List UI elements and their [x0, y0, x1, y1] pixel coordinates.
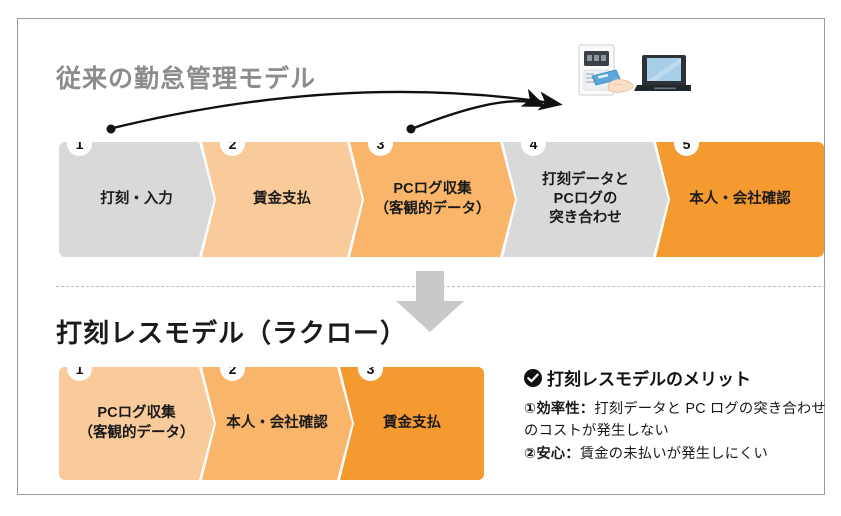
- new-step-3-label: 賃金支払: [383, 414, 441, 431]
- merit-heading: 打刻レスモデルのメリット: [524, 365, 829, 390]
- new-step-1-number: 1: [67, 367, 92, 381]
- merit-item-1-marker: ①: [524, 401, 537, 417]
- old-step-5-label: 本人・会社確認: [689, 190, 791, 207]
- new-step-1-label: PCログ収集 （客観的データ）: [78, 405, 195, 441]
- merit-item-2-text: 賃金の未払いが発生しにくい: [579, 446, 768, 463]
- merit-item-1: ①効率性：打刻データと PC ログの突き合わせのコストが発生しない: [524, 398, 829, 442]
- new-model-title: 打刻レスモデル（ラクロー）: [56, 318, 408, 348]
- new-step-2-label: 本人・会社確認: [226, 414, 328, 431]
- old-step-4-label: 打刻データと PCログの 突き合わせ: [542, 171, 629, 227]
- old-step-1-label: 打刻・入力: [100, 190, 173, 207]
- new-step-2-number: 2: [220, 367, 245, 381]
- down-arrow-icon: [390, 271, 470, 338]
- new-step-1[interactable]: 1 PCログ収集 （客観的データ）: [59, 367, 214, 480]
- laptop-icon: [634, 55, 696, 91]
- time-clock-card-reader-icon: [578, 44, 634, 96]
- flow-arrows-group: [106, 88, 563, 134]
- merit-item-2-marker: ②: [524, 446, 537, 463]
- old-step-4-number: 4: [521, 142, 546, 156]
- old-step-3-number: 3: [368, 142, 393, 156]
- curved-arrow-from-step3-icon: [406, 88, 547, 134]
- new-step-3[interactable]: 3 賃金支払: [340, 367, 484, 480]
- old-step-5[interactable]: 5 本人・会社確認: [656, 142, 824, 257]
- merit-heading-text: 打刻レスモデルのメリット: [547, 370, 751, 389]
- old-step-2-label: 賃金支払: [253, 190, 311, 207]
- new-step-3-number: 3: [358, 367, 383, 381]
- merit-item-2-term: 安心：: [536, 446, 580, 463]
- old-step-1-number: 1: [67, 142, 92, 156]
- merit-panel: 打刻レスモデルのメリット ①効率性：打刻データと PC ログの突き合わせのコスト…: [524, 365, 829, 466]
- old-step-5-number: 5: [674, 142, 699, 156]
- old-step-4[interactable]: 4 打刻データと PCログの 突き合わせ: [503, 142, 668, 257]
- merit-item-2: ②安心：賃金の未払いが発生しにくい: [524, 443, 829, 465]
- old-step-1[interactable]: 1 打刻・入力: [59, 142, 214, 257]
- old-model-flow: 1 打刻・入力 2 賃金支払 3 PCログ収集 （客観的データ） 4 打刻データ…: [59, 142, 824, 257]
- old-step-3[interactable]: 3 PCログ収集 （客観的データ）: [350, 142, 515, 257]
- merit-item-1-term: 効率性：: [536, 401, 595, 417]
- merit-item-1-text: 打刻データと PC ログの突き合わせのコストが発生しない: [524, 401, 826, 440]
- device-icons-group: [576, 43, 696, 104]
- new-step-2[interactable]: 2 本人・会社確認: [202, 367, 352, 480]
- curved-arrow-from-step1-icon: [106, 90, 563, 134]
- old-step-3-label: PCログ収集 （客観的データ）: [374, 181, 491, 217]
- diagram-frame: 従来の勤怠管理モデル: [17, 18, 826, 495]
- old-model-title: 従来の勤怠管理モデル: [56, 65, 317, 93]
- new-model-flow: 1 PCログ収集 （客観的データ） 2 本人・会社確認 3 賃金支払: [59, 367, 484, 480]
- check-circle-icon: [524, 368, 542, 387]
- old-step-2[interactable]: 2 賃金支払: [202, 142, 362, 257]
- old-step-2-number: 2: [220, 142, 245, 156]
